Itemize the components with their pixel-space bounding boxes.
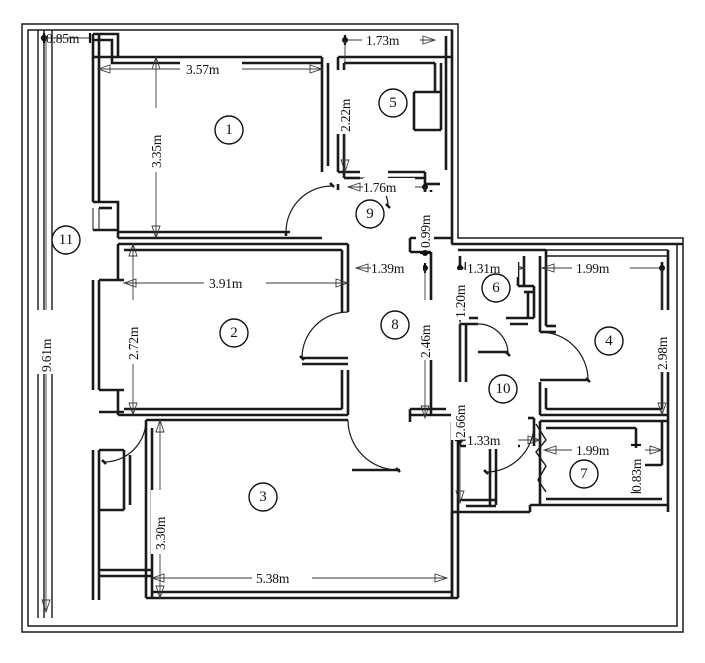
dimension-label: 3.91m: [209, 276, 243, 291]
dimension-label: 1.99m: [576, 443, 610, 458]
room-marker-6[interactable]: 6: [481, 273, 511, 303]
dimension-2-72m: 2.72m: [124, 242, 142, 417]
dimension-3-91m: 3.91m: [122, 274, 350, 292]
room-number-label: 11: [59, 232, 73, 248]
room-number-label: 10: [496, 381, 511, 397]
dimension-label: 2.46m: [418, 324, 433, 358]
dimension-2-22m: 2.22m: [336, 40, 354, 174]
dimension-1-76m: 1.76m: [346, 178, 428, 196]
dimension-5-38m: 5.38m: [150, 569, 449, 587]
room-number-label: 4: [605, 333, 613, 349]
dimension-label: 0.83m: [629, 458, 644, 492]
dimension-3-57m: 3.57m: [96, 60, 324, 78]
dimension-2-98m: 2.98m: [653, 268, 671, 417]
dimension-label: 1.33m: [467, 433, 501, 448]
dimension-label: 0.85m: [46, 31, 80, 46]
dimension-1-20m: 1.20m: [451, 268, 469, 324]
room-marker-3[interactable]: 3: [248, 482, 278, 512]
dimension-label: 2.66m: [453, 404, 468, 438]
dimension-0-85m: 0.85m: [40, 31, 92, 46]
dimension-label: 1.99m: [576, 261, 610, 276]
door-swings: [101, 177, 591, 493]
dimension-1-33m: 1.33m: [460, 431, 542, 449]
room-marker-11[interactable]: 11: [51, 225, 81, 255]
windows: [92, 66, 442, 230]
room-number-label: 3: [259, 489, 267, 505]
room-marker-9[interactable]: 9: [355, 199, 385, 229]
room-number-label: 6: [492, 280, 500, 296]
dimension-label: 3.30m: [153, 516, 168, 550]
room-marker-10[interactable]: 10: [488, 374, 518, 404]
dimension-1-99m-room4: 1.99m: [540, 259, 665, 277]
dimension-2-46m: 2.46m: [416, 268, 434, 420]
dimension-label: 3.35m: [149, 134, 164, 168]
dimension-1-31m: 1.31m: [457, 259, 526, 277]
dimension-2-66m: 2.66m: [451, 322, 469, 505]
dimension-1-73m: 1.73m: [342, 31, 437, 49]
room-number-label: 9: [366, 206, 374, 222]
dimension-3-35m: 3.35m: [147, 55, 165, 240]
dimension-label: 1.39m: [371, 261, 405, 276]
dimension-label: 2.72m: [126, 326, 141, 360]
dimension-0-83m: 0.83m: [627, 443, 645, 494]
dimension-3-30m: 3.30m: [151, 418, 169, 600]
room-number-label: 1: [225, 122, 233, 138]
dimension-label: 5.38m: [256, 571, 290, 586]
room-number-label: 5: [389, 95, 397, 111]
room-marker-7[interactable]: 7: [569, 459, 599, 489]
room-number-label: 7: [580, 466, 588, 482]
dimension-1-39m: 1.39m: [354, 259, 428, 277]
dimension-label: 3.57m: [186, 62, 220, 77]
room-marker-8[interactable]: 8: [380, 310, 410, 340]
room-number-label: 2: [230, 325, 238, 341]
room-marker-5[interactable]: 5: [378, 88, 408, 118]
dimension-label: 0.99m: [418, 214, 433, 248]
room-marker-2[interactable]: 2: [219, 318, 249, 348]
room-marker-1[interactable]: 1: [214, 115, 244, 145]
dimension-label: 1.31m: [467, 261, 501, 276]
dimension-label: 1.20m: [453, 284, 468, 318]
dimension-label: 2.98m: [655, 336, 670, 370]
dimension-label: 1.76m: [363, 180, 397, 195]
dimension-label: 1.73m: [366, 33, 400, 48]
dimension-label: 2.22m: [338, 98, 353, 132]
room-markers: 1 2 3 4 5 6 7 8: [51, 88, 624, 512]
room-number-label: 8: [391, 317, 399, 333]
dimension-0-99m: 0.99m: [416, 187, 434, 256]
dimension-label: 9.61m: [39, 338, 54, 372]
room-marker-4[interactable]: 4: [594, 326, 624, 356]
dimension-9-61m: 9.61m: [37, 38, 55, 614]
